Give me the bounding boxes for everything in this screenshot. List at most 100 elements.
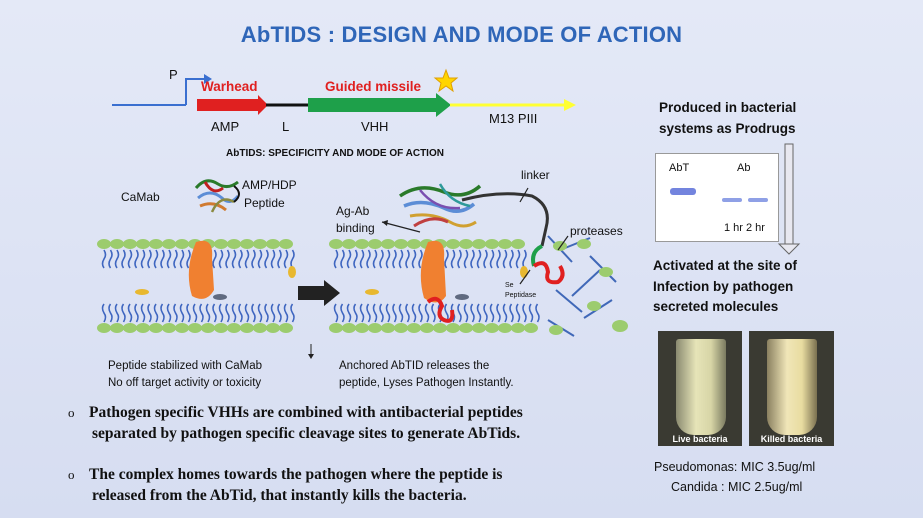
lipid-tail (153, 249, 159, 269)
bullet-2: o The complex homes towards the pathogen… (68, 465, 628, 507)
lipid-head (368, 239, 382, 249)
lipid-tail (251, 249, 256, 269)
gel-band-ab-1 (722, 198, 742, 202)
lipid-tail (192, 303, 198, 323)
lipid-head (446, 239, 460, 249)
lipid-head (498, 323, 512, 333)
lipid-tail (418, 303, 423, 323)
lipid-tail (353, 303, 358, 323)
lipid-tail (147, 303, 152, 323)
lipid-tail (476, 303, 482, 323)
lipid-tail (418, 249, 423, 269)
peptide-red-coil (532, 261, 565, 285)
left-caption-2: No off target activity or toxicity (108, 377, 262, 389)
bullet-1: o Pathogen specific VHHs are combined wi… (68, 403, 628, 445)
star-icon (433, 68, 459, 93)
guided-missile-arrow (308, 93, 451, 117)
lipid-marker-right-2 (455, 294, 469, 300)
lipid-marker-left-2 (213, 294, 227, 300)
lipid-tail (160, 303, 165, 323)
gel-image: AbT Ab 1 hr 2 hr (655, 153, 779, 242)
linker-arrow (519, 187, 529, 203)
lipid-tail (218, 303, 224, 323)
lipid-head (201, 323, 215, 333)
lipid-tail (212, 303, 217, 323)
lipid-tail (405, 303, 410, 323)
page-title: AbTIDS : DESIGN AND MODE OF ACTION (240, 22, 683, 47)
lipid-tail (398, 249, 404, 269)
lipid-tail (277, 303, 282, 323)
lipid-tail (264, 249, 269, 269)
lipid-tail (463, 303, 469, 323)
linker-curve (461, 192, 549, 247)
bullet-1-line-1: Pathogen specific VHHs are combined with… (89, 404, 523, 421)
lipid-tail (244, 249, 250, 269)
mic-pseudomonas: Pseudomonas: MIC 3.5ug/ml (654, 460, 816, 474)
lipid-tail (489, 303, 495, 323)
lipid-tail (372, 303, 378, 323)
lipid-tail (411, 303, 417, 323)
se-label: Se (505, 282, 514, 289)
lipid-tail (225, 249, 230, 269)
lipid-tail (140, 249, 146, 269)
lipid-tail (470, 303, 475, 323)
lipid-tail (483, 249, 488, 269)
tube-live (676, 339, 726, 435)
lipid-head (355, 323, 369, 333)
lipid-tail (283, 249, 289, 269)
lipid-tail (257, 249, 263, 269)
lysed-heads (549, 239, 628, 335)
lipid-head (459, 239, 473, 249)
m13-arrow-head (564, 99, 576, 111)
lipid-tail (522, 249, 527, 269)
killed-bacteria-photo: Killed bacteria (749, 331, 834, 446)
lipid-head (329, 323, 343, 333)
lipid-tail (515, 303, 521, 323)
lipid-tail (502, 249, 508, 269)
lipid-tail (244, 303, 250, 323)
lipid-tail (121, 303, 126, 323)
lipid-tail (225, 303, 230, 323)
lipid-tail (457, 249, 462, 269)
activated-line-3: secreted molecules (653, 299, 779, 314)
lipid-tail (476, 249, 482, 269)
amp-hdp-label-2: Peptide (244, 196, 285, 210)
lipid-tail (186, 249, 191, 269)
lipid-head (123, 239, 137, 249)
lipid-tail (470, 249, 475, 269)
right-caption-1: Anchored AbTID releases the (339, 360, 490, 372)
lipid-head (162, 239, 176, 249)
process-arrow-head (777, 243, 801, 255)
lipid-tail (114, 249, 120, 269)
proteases-arrow (557, 235, 569, 251)
specificity-subtitle: AbTIDS: SPECIFICITY AND MODE OF ACTION (226, 148, 444, 159)
camab-label: CaMab (121, 190, 160, 204)
lipid-tail (173, 249, 178, 269)
lipid-tail (257, 303, 263, 323)
lipid-tail (238, 249, 243, 269)
lipid-tail (359, 249, 365, 269)
lipid-head (329, 239, 343, 249)
lipid-tail (179, 303, 185, 323)
left-caption-1: Peptide stabilized with CaMab (108, 360, 263, 372)
lipid-head (97, 239, 111, 249)
lipid-tail (134, 303, 139, 323)
bullet-2-line-2: released from the AbTid, that instantly … (92, 487, 467, 504)
membrane-protein-right (420, 240, 446, 303)
ag-ab-label-2: binding (336, 221, 375, 235)
killed-bacteria-caption: Killed bacteria (760, 434, 823, 444)
lipid-head (136, 323, 150, 333)
lipid-marker-left-3 (288, 266, 296, 278)
vhh-protein (398, 183, 482, 228)
lipid-tail (251, 303, 256, 323)
promoter-arrow-head (204, 74, 212, 84)
lipid-head (420, 323, 434, 333)
lipid-tail (290, 249, 295, 269)
lipid-tail (411, 249, 417, 269)
lipid-tail (290, 303, 295, 323)
lipid-head (123, 323, 137, 333)
lipid-head (342, 323, 356, 333)
lipid-tail (346, 249, 352, 269)
lipid-tail (398, 303, 404, 323)
lipid-tail (483, 303, 488, 323)
